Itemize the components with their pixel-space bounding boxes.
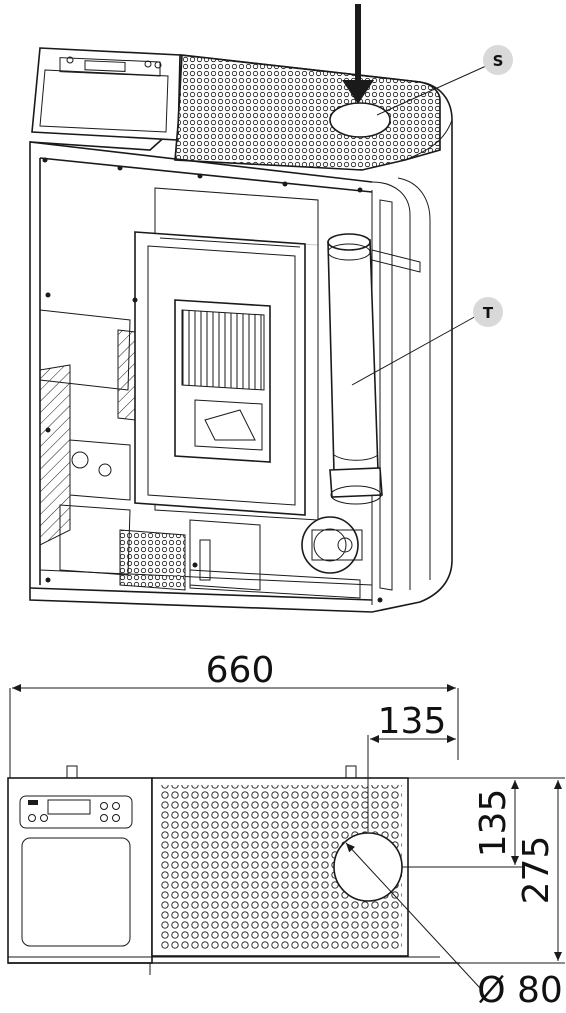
- flue-outlet-top: [329, 102, 391, 138]
- display-screen: [47, 799, 91, 815]
- top-grille: [174, 54, 441, 171]
- dim-offset-y-label: 135: [473, 789, 514, 858]
- stove-perspective-view: S T: [29, 4, 513, 613]
- flue-pipe: [327, 233, 383, 505]
- dim-width-label: 660: [206, 650, 275, 691]
- exhaust-fan: [301, 516, 359, 574]
- dim-depth-label: 275: [516, 836, 557, 905]
- dim-offset-x-label: 135: [378, 701, 447, 742]
- callout-t-label: T: [483, 304, 494, 322]
- callout-s-badge: [483, 45, 513, 75]
- callout-s-leader: [376, 61, 496, 116]
- display-bezel: [19, 795, 133, 829]
- stove-top-view: 660 135 135 275 Ø 80: [7, 650, 565, 1011]
- dim-diameter-leader: [345, 842, 481, 989]
- panel-cover: [21, 837, 131, 947]
- callout-t-badge: [473, 297, 503, 327]
- callout-s-label: S: [493, 52, 504, 70]
- dim-diameter-label: Ø 80: [477, 970, 563, 1011]
- callout-t-leader: [351, 314, 479, 386]
